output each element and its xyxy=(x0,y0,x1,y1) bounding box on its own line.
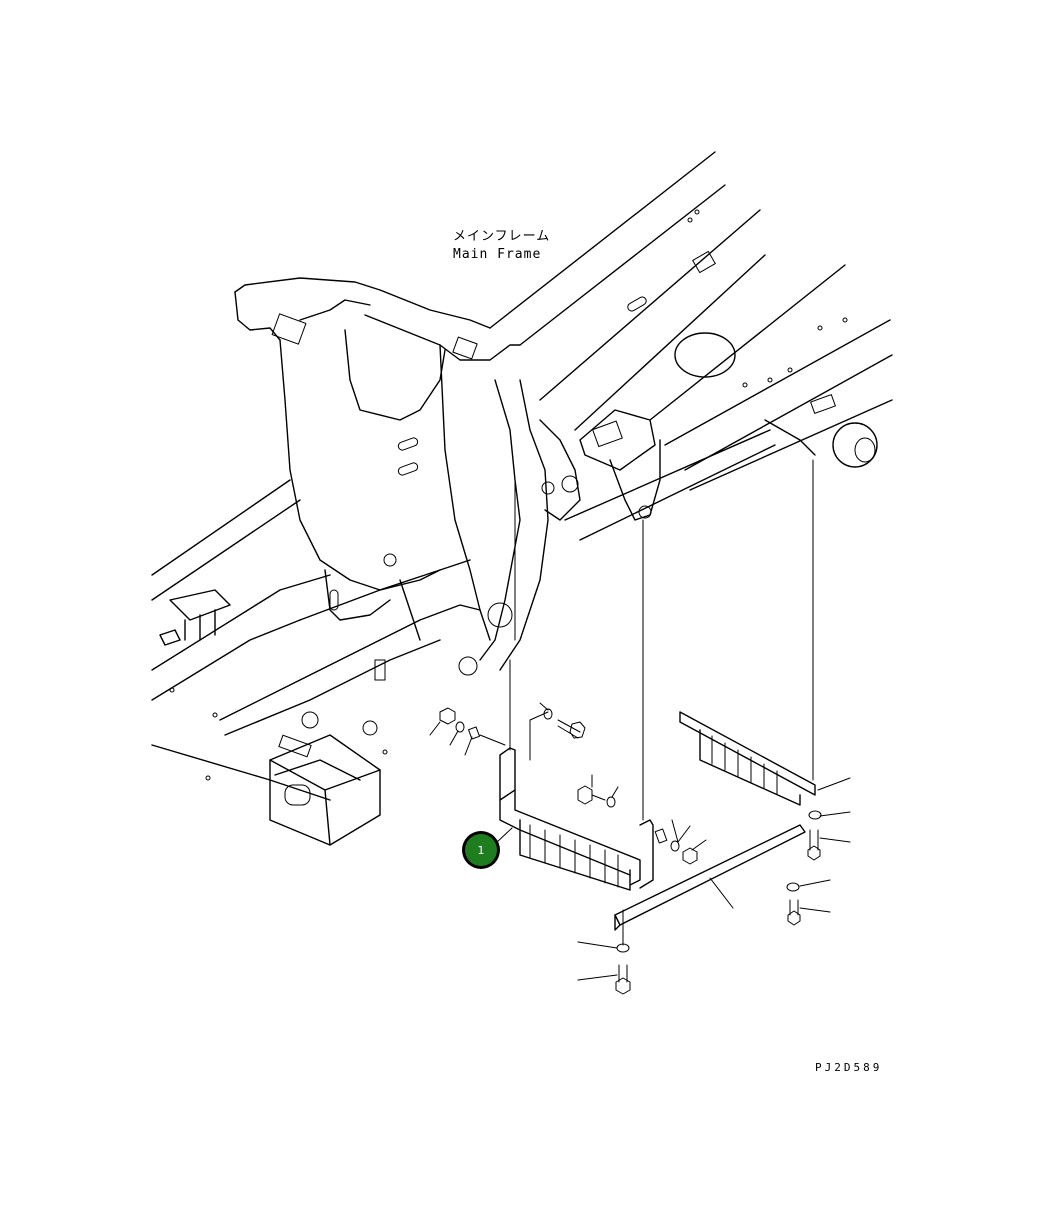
fasteners xyxy=(439,707,822,995)
callout-1-number: 1 xyxy=(478,844,485,857)
main-frame xyxy=(151,151,893,846)
frame-label-en: Main Frame xyxy=(453,247,541,262)
assembly-lines xyxy=(479,459,814,946)
drawing-code: PJ2D589 xyxy=(815,1061,882,1074)
step-assembly xyxy=(499,711,816,931)
frame-label-jp: メインフレーム xyxy=(453,229,550,244)
callout-1-fill xyxy=(465,834,497,866)
part-leaders xyxy=(429,702,851,981)
callout-1-button[interactable]: 1 xyxy=(462,831,500,869)
